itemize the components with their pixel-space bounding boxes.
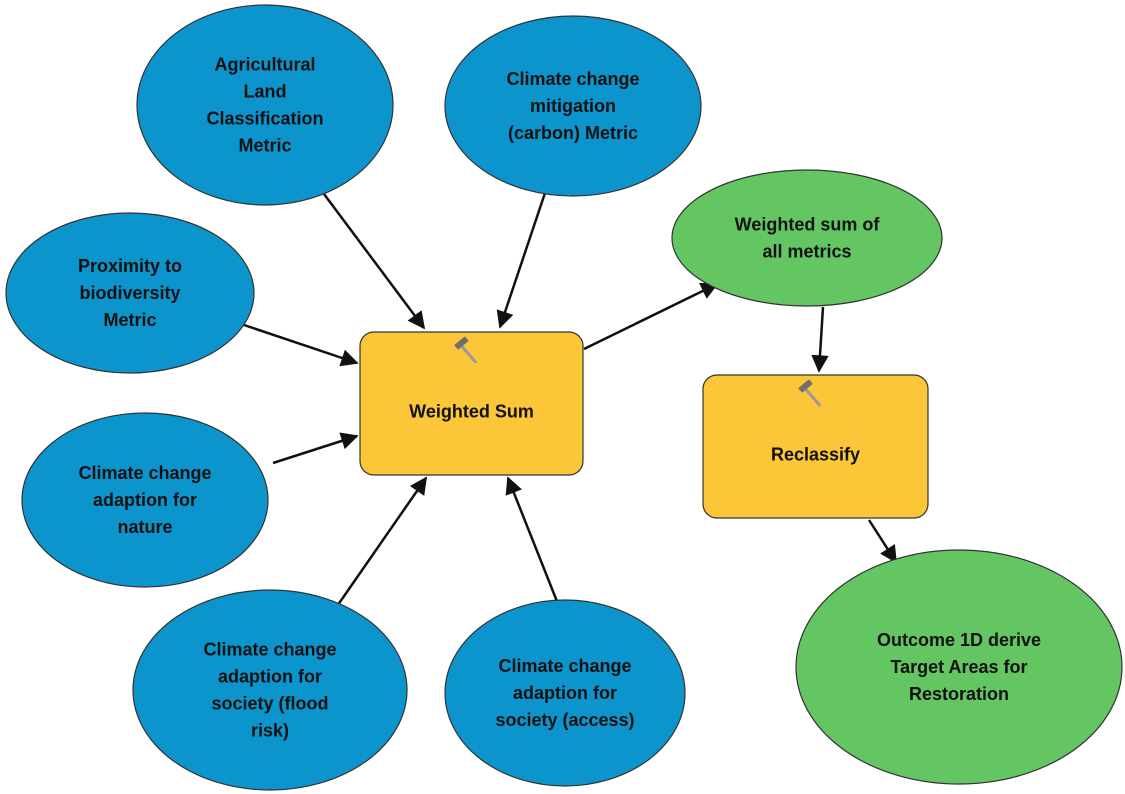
node-label-line: Outcome 1D derive — [877, 630, 1041, 650]
node-weighted-sum-output[interactable]: Weighted sum of all metrics — [671, 169, 943, 307]
node-label-line: Target Areas for — [890, 657, 1027, 677]
node-label-line: risk) — [251, 721, 289, 741]
node-shape-target-areas-output[interactable] — [795, 549, 1123, 785]
node-shape-flood-adaption[interactable] — [132, 589, 408, 791]
node-label-line: all metrics — [762, 242, 851, 262]
node-shape-carbon-metric[interactable] — [444, 15, 702, 197]
connector-layer — [240, 192, 898, 615]
connector-weighted-sum-output-to-reclassify-tool[interactable] — [811, 306, 829, 373]
node-shape-biodiversity-metric[interactable] — [5, 212, 255, 374]
node-label-line: Restoration — [909, 684, 1009, 704]
connector-flood-adaption-to-weighted-sum-tool[interactable] — [331, 476, 428, 613]
node-label-line: Agricultural — [214, 55, 315, 75]
node-label-line: Climate change — [203, 640, 336, 660]
node-layer: AgriculturalLandClassificationMetricClim… — [5, 4, 1123, 791]
connector-reclassify-tool-to-target-areas-output[interactable] — [867, 519, 898, 564]
node-label-line: Climate change — [506, 69, 639, 89]
hammer-icon — [798, 379, 821, 407]
connector-weighted-sum-tool-to-weighted-sum-output[interactable] — [583, 282, 719, 351]
node-label-line: adaption for — [513, 683, 617, 703]
node-label-line: adaption for — [218, 667, 322, 687]
node-label-line: nature — [117, 517, 172, 537]
node-shape-reclassify-tool[interactable] — [702, 374, 929, 519]
node-shape-nature-adaption[interactable] — [21, 412, 269, 588]
node-label-line: Reclassify — [771, 445, 860, 465]
node-label-line: mitigation — [530, 96, 616, 116]
node-shape-access-adaption[interactable] — [444, 599, 686, 787]
node-label-line: Climate change — [78, 463, 211, 483]
node-weighted-sum-tool[interactable]: Weighted Sum — [359, 331, 584, 476]
node-label-line: Classification — [206, 109, 323, 129]
node-label-line: Climate change — [498, 656, 631, 676]
node-label-line: Weighted Sum — [409, 402, 534, 422]
connector-access-adaption-to-weighted-sum-tool[interactable] — [505, 476, 564, 615]
node-label-line: Metric — [103, 310, 156, 330]
node-label-line: adaption for — [93, 490, 197, 510]
connector-biodiversity-metric-to-weighted-sum-tool[interactable] — [240, 322, 359, 367]
node-shape-weighted-sum-tool[interactable] — [359, 331, 584, 476]
node-access-adaption[interactable]: Climate change adaption for society (acces… — [444, 599, 686, 787]
hammer-icon — [454, 336, 477, 364]
node-flood-adaption[interactable]: Climate change adaption for society (flood… — [132, 589, 408, 791]
node-label-line: Proximity to — [78, 256, 182, 276]
node-nature-adaption[interactable]: Climate change adaption for nature — [21, 412, 269, 588]
node-label-line: biodiversity — [79, 283, 180, 303]
connector-nature-adaption-to-weighted-sum-tool[interactable] — [272, 432, 359, 465]
node-label-line: (carbon) Metric — [508, 123, 638, 143]
node-label-line: society (access) — [495, 710, 634, 730]
node-shape-agri-metric[interactable] — [136, 4, 394, 206]
node-label-line: Metric — [238, 136, 291, 156]
connector-agri-metric-to-weighted-sum-tool[interactable] — [322, 193, 426, 330]
node-shape-weighted-sum-output[interactable] — [671, 169, 943, 307]
node-reclassify-tool[interactable]: Reclassify — [702, 374, 929, 519]
node-label-line: Weighted sum of — [735, 215, 881, 235]
node-carbon-metric[interactable]: Climate change mitigation (carbon) Metric — [444, 15, 702, 197]
connector-carbon-metric-to-weighted-sum-tool[interactable] — [496, 192, 547, 329]
node-label-line: society (flood — [211, 694, 328, 714]
node-label-line: Land — [244, 82, 287, 102]
